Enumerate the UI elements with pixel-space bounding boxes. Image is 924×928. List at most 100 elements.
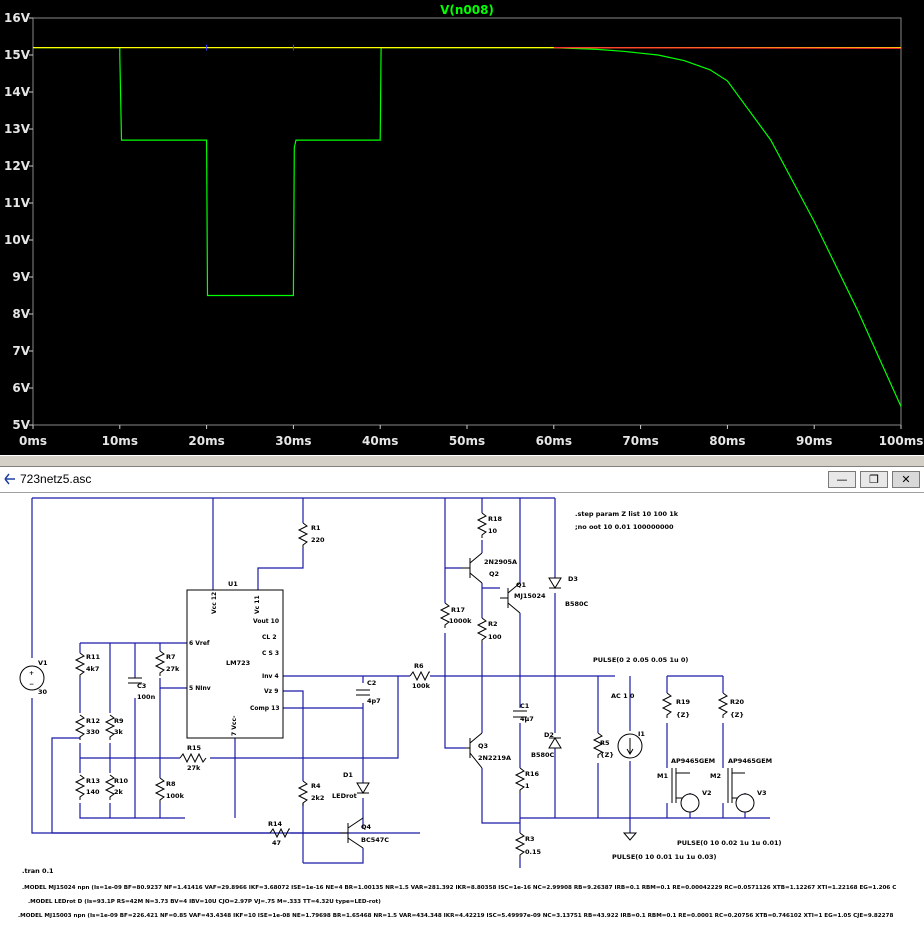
x-tick-label: 70ms [622,434,658,448]
label-r7-value: 27k [166,665,180,673]
label-r17: R17 [451,606,465,614]
resistor-r17[interactable] [439,602,451,628]
pin-ninv: 5 NInv [189,685,211,692]
resistor-r9[interactable] [104,714,116,740]
pin-cs: C S 3 [262,650,279,657]
x-tick-label: 90ms [796,434,832,448]
y-tick-label: 14V [4,85,31,99]
window-title: 723netz5.asc [20,472,92,486]
transistor-q2[interactable] [462,552,483,584]
transistor-q4[interactable] [340,817,364,849]
label-r5-value: {Z} [600,751,614,759]
pin-vcc12: Vcc 12 [211,592,218,614]
schematic-titlebar[interactable]: 723netz5.asc — ❐ ✕ [0,467,924,493]
capacitor-c1[interactable] [513,710,527,718]
resistor-r16[interactable] [514,767,526,793]
schematic-wires [31,497,770,868]
label-r9: R9 [114,717,124,725]
resistor-r8[interactable] [154,777,166,803]
resistor-r1[interactable] [297,522,309,548]
label-q4-type: BC547C [361,836,389,844]
label-u1: U1 [228,580,238,588]
label-r1: R1 [311,524,321,532]
x-tick-label: 80ms [709,434,745,448]
ground-symbol [622,832,638,841]
plot-frame [32,17,902,426]
resistor-r11[interactable] [74,652,86,678]
resistor-r15[interactable] [179,752,207,764]
label-r14: R14 [268,820,283,828]
resistor-r3[interactable] [514,832,526,858]
label-r1-value: 220 [311,536,325,544]
minimize-button[interactable]: — [828,471,856,488]
label-lm723: LM723 [226,659,250,667]
resistor-r5[interactable] [592,732,604,758]
y-tick-label: 8V [12,307,30,321]
schematic-components[interactable]: + − [19,512,755,858]
resistor-r4[interactable] [297,780,309,806]
schematic-canvas[interactable]: + − [0,493,924,928]
pane-separator[interactable] [0,455,924,467]
resistor-r12[interactable] [74,714,86,740]
resistor-r13[interactable] [74,774,86,800]
schematic-app-icon [4,473,15,485]
current-source-i1[interactable] [617,733,643,759]
y-tick-label: 11V [4,196,31,210]
voltage-source-v2[interactable] [680,793,700,813]
y-tick-label: 7V [12,344,30,358]
resistor-r18[interactable] [476,512,488,538]
label-pulse-1: PULSE(0 2 0.05 0.05 1u 0) [593,656,688,664]
transistor-q1[interactable] [500,582,521,614]
label-d2: D2 [544,731,554,739]
label-r3-value: 0.15 [525,848,542,856]
label-r11: R11 [86,653,101,661]
label-r7: R7 [166,653,176,661]
y-tick-label: 13V [4,122,31,136]
label-r10-value: 2k [114,788,124,796]
voltage-source-v1[interactable]: + − [19,665,45,691]
diode-d2[interactable] [548,737,562,749]
trace-title[interactable]: V(n008) [440,3,494,17]
pin-vee: 7 Vcc- [231,715,238,736]
pin-vref: 6 Vref [189,640,210,647]
label-r6-value: 100k [412,682,431,690]
label-m1: M1 [657,772,668,780]
voltage-source-v3[interactable] [735,793,755,813]
resistor-r7[interactable] [154,650,166,676]
resistor-r20[interactable] [717,692,729,718]
resistor-r14[interactable] [269,827,290,839]
y-tick-label: 16V [4,11,31,25]
restore-button[interactable]: ❐ [860,471,888,488]
label-r9-value: 3k [114,728,124,736]
label-pulse-2: PULSE(0 10 0.02 1u 1u 0.01) [677,839,782,847]
label-r3: R3 [525,835,535,843]
transistor-q3[interactable] [465,732,483,769]
label-r11-value: 4k7 [86,665,99,673]
capacitor-c3[interactable] [128,677,142,684]
label-r8: R8 [166,780,176,788]
resistor-r10[interactable] [104,774,116,800]
diode-d3[interactable] [548,577,562,589]
resistor-r19[interactable] [661,692,673,718]
y-tick-label: 5V [12,418,30,432]
series-line-0 [33,46,902,407]
y-tick-label: 9V [12,270,30,284]
resistor-r6[interactable] [409,670,430,682]
x-tick-label: 100ms [879,434,924,448]
led-d1[interactable] [356,782,370,794]
label-q3-type: 2N2219A [478,754,511,762]
close-button[interactable]: ✕ [892,471,920,488]
label-d2-type: B580C [531,751,555,759]
label-pulse-3: PULSE(0 10 0.01 1u 1u 0.03) [612,853,717,861]
label-r6: R6 [414,662,424,670]
label-c2: C2 [367,679,376,687]
y-tick-label: 6V [12,381,30,395]
resistor-r2[interactable] [476,617,488,643]
ic-lm723[interactable] [186,589,284,739]
label-c1-value: 4µ7 [520,715,534,723]
pin-vc11: Vc 11 [254,595,261,614]
capacitor-c2[interactable] [356,689,370,696]
directive-model-3: .MODEL MJ15003 npn (Is=1e-09 BF=226.421 … [18,913,893,919]
